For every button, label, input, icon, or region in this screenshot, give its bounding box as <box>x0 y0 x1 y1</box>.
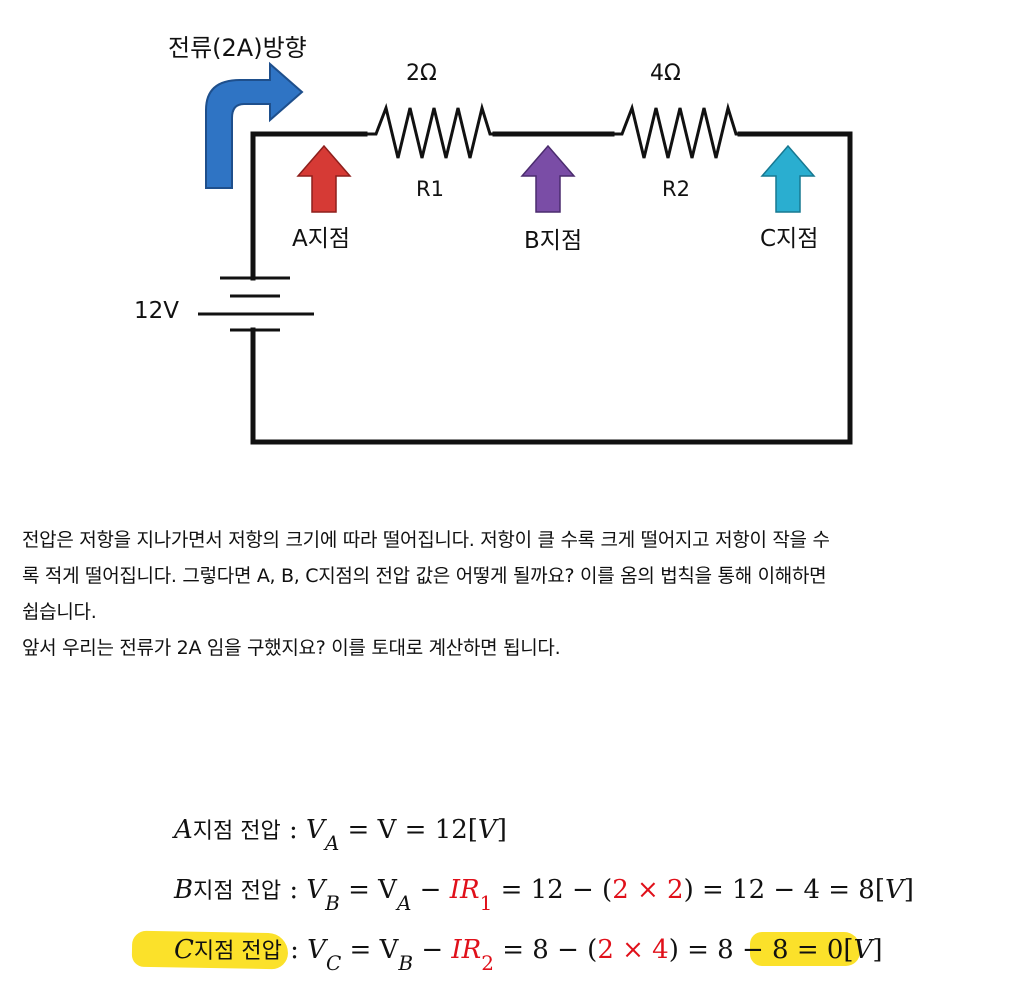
eq-b-sub2: A <box>396 891 412 915</box>
r2-value-label: 4Ω <box>650 61 681 86</box>
highlight-c-result <box>750 932 860 966</box>
eq-b-point: B <box>174 875 194 905</box>
current-label: 전류(2A)방향 <box>168 34 307 62</box>
eq-b-unit: V <box>885 875 904 905</box>
explanation-paragraph: 전압은 저항을 지나가면서 저항의 크기에 따라 떨어집니다. 저항이 클 수록… <box>22 522 1012 666</box>
eq-b-minus: − <box>419 875 442 905</box>
eq-c-close: ] <box>872 935 883 965</box>
equation-b: B지점 전압 : VB = VA − IR1 = 12 − (2 × 2) = … <box>174 870 914 913</box>
eq-c-unit: V <box>853 935 873 965</box>
eq-b-eq2: = 12 − ( <box>500 875 613 905</box>
circuit-diagram: 전류(2A)방향 2Ω 4Ω R1 R2 A지점 B지점 C지점 12V <box>134 34 853 445</box>
eq-a-label: 지점 전압 <box>192 819 281 844</box>
paragraph-line: 쉽습니다. <box>22 601 97 623</box>
eq-b-close: ] <box>903 875 914 905</box>
eq-c-label: 지점 전압 <box>193 939 282 964</box>
eq-b-label: 지점 전압 <box>193 879 282 904</box>
resistor-r2 <box>612 102 740 159</box>
eq-b-eq3: ) = 12 − 4 = 8[ <box>683 875 885 905</box>
resistor-r1 <box>365 102 495 159</box>
arrow-up-b-icon <box>520 144 576 213</box>
eq-c-colon: : <box>290 935 299 965</box>
circuit-wires <box>250 131 853 445</box>
eq-b-calc: 2 × 2 <box>612 875 684 905</box>
eq-b-ir-sub: 1 <box>479 891 493 915</box>
eq-a-v: V <box>306 815 325 845</box>
paragraph-line: 전압은 저항을 지나가면서 저항의 크기에 따라 떨어집니다. 저항이 클 수록… <box>22 529 830 551</box>
eq-a-close: ] <box>496 815 507 845</box>
eq-c-calc: 2 × 4 <box>597 935 669 965</box>
eq-c-ir-sub: 2 <box>481 951 494 975</box>
eq-a-colon: : <box>289 815 298 845</box>
eq-c-minus: − <box>421 935 444 965</box>
equation-a: A지점 전압 : VA = V = 12[V] <box>174 810 507 853</box>
eq-c-ir: IR <box>451 935 482 965</box>
arrow-up-a-icon <box>296 144 352 213</box>
eq-c-eq2: = 8 − ( <box>502 935 598 965</box>
r1-value-label: 2Ω <box>406 61 437 86</box>
eq-c-sub2: B <box>398 951 414 975</box>
eq-b-v: V <box>306 875 326 905</box>
arrow-up-c-icon <box>760 144 816 213</box>
eq-b-eq1: = V <box>348 875 397 905</box>
eq-a-rhs: = V = 12[ <box>347 815 478 845</box>
r2-name-label: R2 <box>662 177 690 201</box>
eq-b-sub: B <box>325 891 340 915</box>
point-c-label: C지점 <box>760 226 818 252</box>
battery-voltage-label: 12V <box>134 298 179 324</box>
eq-a-sub: A <box>324 831 340 855</box>
eq-b-ir: IR <box>449 875 480 905</box>
eq-b-colon: : <box>289 875 299 905</box>
paragraph-line: 록 적게 떨어집니다. 그렇다면 A, B, C지점의 전압 값은 어떻게 될까… <box>22 565 827 587</box>
paragraph-line: 앞서 우리는 전류가 2A 임을 구했지요? 이를 토대로 계산하면 됩니다. <box>22 637 561 659</box>
battery-symbol <box>198 276 314 332</box>
eq-c-point: C <box>174 935 194 965</box>
eq-c-eq3: ) = 8 − 8 = 0[ <box>668 935 854 965</box>
point-a-label: A지점 <box>292 226 350 252</box>
current-direction-icon <box>205 61 304 189</box>
point-b-label: B지점 <box>524 228 582 254</box>
r1-name-label: R1 <box>416 177 444 201</box>
equation-c: C지점 전압 : VC = VB − IR2 = 8 − (2 × 4) = 8… <box>174 930 883 973</box>
eq-a-unit: V <box>477 815 497 845</box>
eq-c-v: V <box>307 935 326 965</box>
eq-c-eq1: = V <box>349 935 399 965</box>
eq-c-sub: C <box>325 951 342 975</box>
eq-a-point: A <box>174 815 193 845</box>
